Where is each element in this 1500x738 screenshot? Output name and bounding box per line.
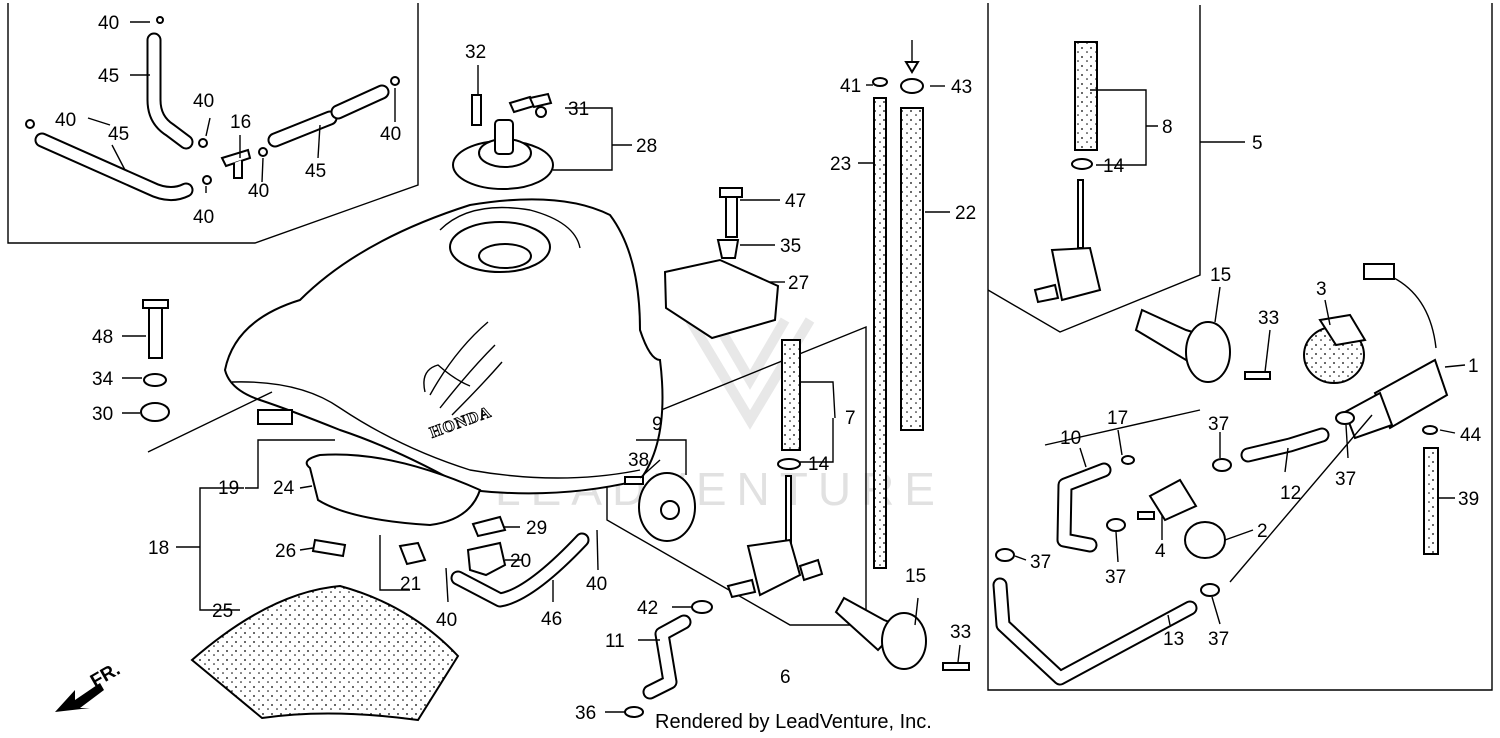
fuel-filter-assembly [992, 411, 1439, 686]
callout-31: 31 [568, 99, 589, 120]
callout-21: 21 [400, 574, 421, 595]
front-marker: FR. [87, 659, 124, 692]
callout-2: 2 [1257, 521, 1268, 542]
callout-40-e: 40 [248, 181, 269, 202]
callout-17: 17 [1107, 408, 1128, 429]
callout-39: 39 [1458, 489, 1479, 510]
callout-12: 12 [1280, 483, 1301, 504]
small-rubber-parts [311, 515, 590, 608]
fuel-tank: HONDA [223, 198, 664, 527]
callout-15-b: 15 [1210, 265, 1231, 286]
callout-42: 42 [637, 598, 658, 619]
callout-45-a: 45 [98, 66, 119, 87]
callout-35: 35 [780, 236, 801, 257]
callout-40-b: 40 [55, 110, 76, 131]
callout-40-h: 40 [586, 574, 607, 595]
callout-19: 19 [218, 478, 239, 499]
callout-37-c: 37 [1030, 552, 1051, 573]
callout-3: 3 [1316, 279, 1327, 300]
callout-37-b: 37 [1335, 469, 1356, 490]
callout-26: 26 [275, 541, 296, 562]
fuel-pump-box [987, 3, 1493, 691]
pump-cover [1303, 313, 1367, 384]
callout-1: 1 [1468, 356, 1479, 377]
callout-15-a: 15 [905, 566, 926, 587]
callout-40-c: 40 [193, 91, 214, 112]
callout-7: 7 [845, 408, 856, 429]
callout-11: 11 [605, 631, 625, 652]
drain-tubes [872, 40, 924, 569]
callout-29: 29 [526, 518, 547, 539]
callout-41: 41 [840, 76, 861, 97]
breather-hose-box [7, 3, 419, 244]
callout-30: 30 [92, 404, 113, 425]
callout-32: 32 [465, 42, 486, 63]
callout-10: 10 [1060, 428, 1081, 449]
callout-36: 36 [575, 703, 596, 724]
fuel-cap-assembly [452, 92, 554, 190]
front-arrow-icon [55, 683, 104, 712]
breather-hoses [25, 16, 400, 201]
callout-14-a: 14 [808, 454, 830, 475]
callout-13: 13 [1163, 629, 1184, 650]
callout-47: 47 [785, 191, 806, 212]
callout-37-d: 37 [1105, 567, 1126, 588]
tank-mount-parts [140, 187, 780, 422]
fuel-valve-group-outline [606, 325, 867, 626]
tank-pad [190, 584, 460, 722]
fuel-pump [1343, 263, 1449, 440]
callout-43: 43 [951, 77, 972, 98]
callout-14-b: 14 [1103, 156, 1125, 177]
callout-33-b: 33 [1258, 308, 1279, 329]
callout-20: 20 [510, 551, 531, 572]
callout-23: 23 [830, 154, 851, 175]
callout-27: 27 [788, 273, 809, 294]
callout-18: 18 [148, 538, 169, 559]
callout-22: 22 [955, 203, 976, 224]
callout-4: 4 [1155, 541, 1166, 562]
callout-44: 44 [1460, 425, 1482, 446]
callout-6: 6 [780, 667, 791, 688]
callout-34: 34 [92, 369, 114, 390]
callout-40-d: 40 [193, 207, 214, 228]
leader-lines [87, 21, 1466, 713]
credit-text: Rendered by LeadVenture, Inc. [655, 711, 932, 733]
callout-40-g: 40 [436, 610, 457, 631]
callout-45-c: 45 [305, 161, 326, 182]
callout-28: 28 [636, 136, 657, 157]
callout-45-b: 45 [108, 124, 129, 145]
callout-40-a: 40 [98, 13, 119, 34]
fuel-hose-11 [624, 600, 713, 718]
callout-24: 24 [273, 478, 295, 499]
callout-40-f: 40 [380, 124, 401, 145]
fuel-valve-left [624, 339, 824, 599]
callout-labels: 40 45 40 40 45 16 40 40 45 40 32 31 28 4… [55, 13, 1482, 724]
callout-33-a: 33 [950, 622, 971, 643]
callout-37-a: 37 [1208, 414, 1229, 435]
callout-16: 16 [230, 112, 251, 133]
callout-9: 9 [652, 414, 663, 435]
valve-knob-upper [1134, 308, 1271, 383]
callout-5: 5 [1252, 133, 1263, 154]
callout-8: 8 [1162, 117, 1173, 138]
valve-knob-lower [834, 596, 970, 671]
callout-37-e: 37 [1208, 629, 1229, 650]
fuel-valve-right [1033, 41, 1102, 304]
fuel-valve-group-outline-2 [987, 5, 1201, 333]
callout-48: 48 [92, 327, 113, 348]
callout-46: 46 [541, 609, 562, 630]
callout-38: 38 [628, 450, 649, 471]
callout-25: 25 [212, 601, 233, 622]
